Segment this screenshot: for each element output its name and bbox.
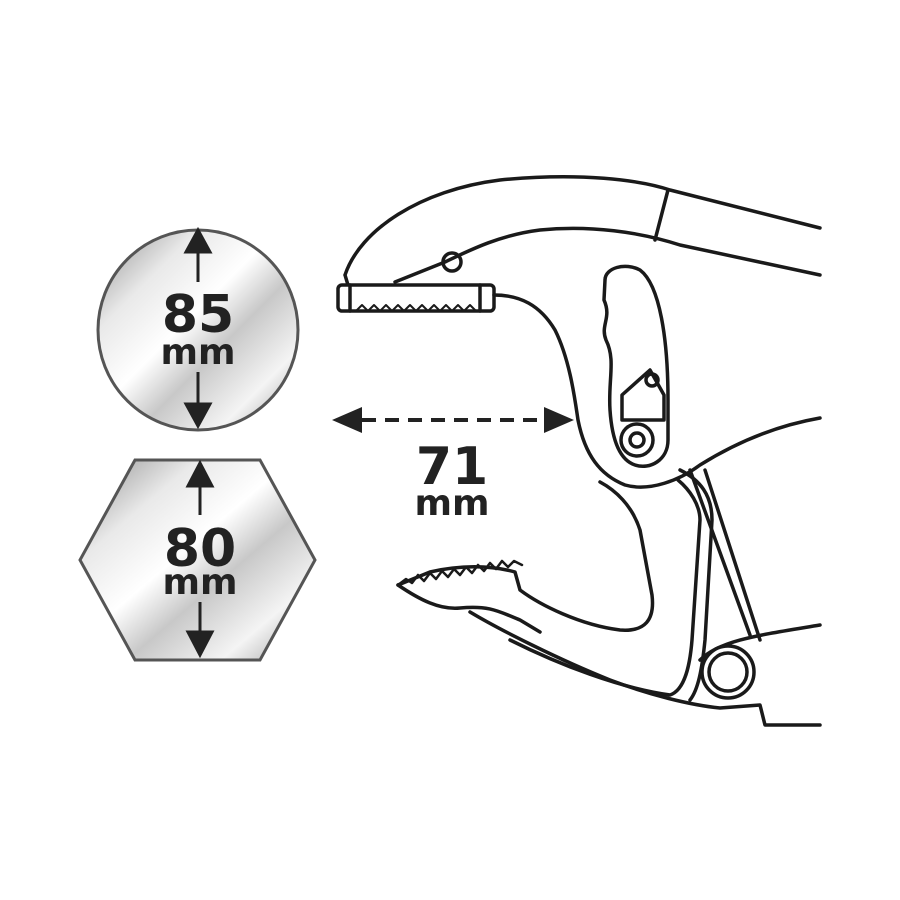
hex-stock-plate	[78, 458, 317, 662]
lower-handle-outline	[468, 610, 822, 727]
hex-stock-unit: mm	[162, 562, 237, 603]
hex-stock-badge: 80 mm	[78, 458, 317, 662]
jaw-opening-unit: mm	[414, 483, 489, 524]
jaw-opening-dimension: 71 mm	[332, 407, 574, 524]
adjuster-plate	[602, 264, 670, 468]
locking-pliers-icon	[336, 174, 822, 727]
upper-jaw-insert	[336, 283, 496, 313]
hex-stock-arrow-icon	[185, 459, 215, 659]
hex-stock-value: 80	[164, 519, 236, 579]
round-stock-unit: mm	[160, 332, 235, 373]
upper-jaw-body	[492, 293, 822, 489]
round-stock-value: 85	[162, 285, 234, 345]
upper-jaw-rivet	[441, 251, 463, 273]
handle-seam	[653, 188, 670, 242]
round-stock-badge: 85 mm	[96, 226, 300, 432]
lower-jaw-teeth	[396, 559, 524, 587]
adjuster-pivot-inner	[628, 431, 646, 449]
upper-jaw-outline	[343, 174, 822, 287]
adjuster-pivot-outer	[619, 422, 655, 458]
upper-jaw-teeth	[355, 304, 477, 312]
lower-handle-inner	[508, 478, 702, 697]
lower-pivot-inner	[707, 651, 749, 693]
round-stock-arrow-icon	[183, 226, 213, 430]
adjuster-link	[620, 368, 666, 422]
jaw-opening-arrow-icon	[332, 407, 574, 433]
lower-jaw-inner	[396, 583, 542, 634]
jaw-opening-value: 71	[416, 437, 488, 497]
